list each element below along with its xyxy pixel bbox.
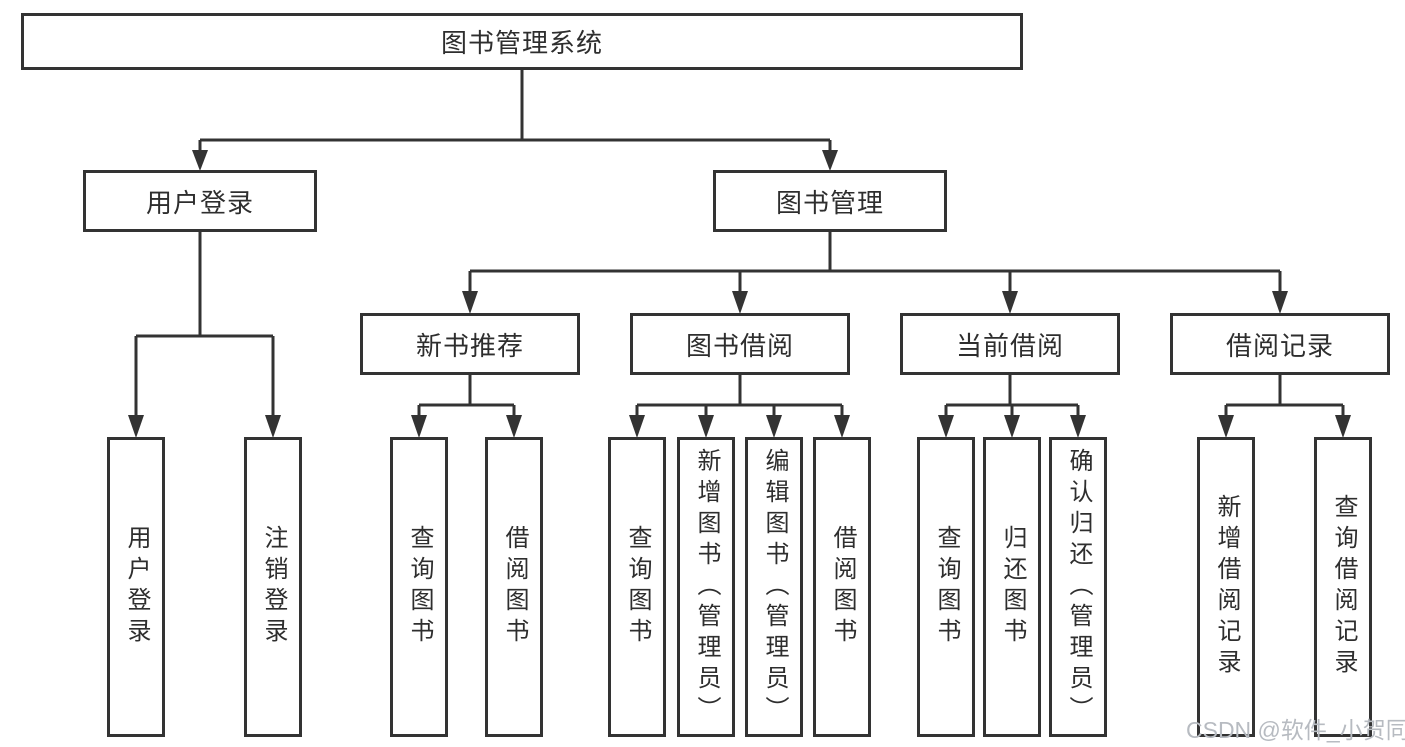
arrow-down-icon: [732, 291, 748, 314]
node-new-book-recommend: 新书推荐: [360, 313, 580, 375]
node-label: 借阅图书: [501, 525, 528, 649]
node-label: 借阅图书: [829, 525, 856, 649]
node-label: 用户登录: [123, 525, 150, 649]
leaf-query-books: 查询图书: [917, 437, 975, 737]
leaf-add-books-admin: 新增图书（管理员）: [677, 437, 735, 737]
arrow-down-icon: [265, 415, 281, 438]
connector-current-borrow-group: [938, 374, 1086, 438]
node-label: 借阅记录: [1225, 330, 1334, 361]
arrow-down-icon: [698, 415, 714, 438]
node-label: 用户登录: [145, 187, 254, 218]
node-label: 注销登录: [260, 525, 287, 649]
arrow-down-icon: [938, 415, 954, 438]
leaf-query-books: 查询图书: [608, 437, 666, 737]
leaf-query-books: 查询图书: [390, 437, 448, 737]
arrow-down-icon: [834, 415, 850, 438]
leaf-borrow-books: 借阅图书: [813, 437, 871, 737]
arrow-down-icon: [411, 415, 427, 438]
leaf-confirm-return-admin: 确认归还（管理员）: [1049, 437, 1107, 737]
node-label: 图书管理: [775, 187, 884, 218]
node-label: 图书管理系统: [440, 28, 603, 58]
arrow-down-icon: [1070, 415, 1086, 438]
node-library-system: 图书管理系统: [21, 13, 1023, 70]
node-book-borrowing: 图书借阅: [630, 313, 850, 375]
node-user-login: 用户登录: [83, 170, 317, 232]
node-borrowing-records: 借阅记录: [1170, 313, 1390, 375]
arrow-down-icon: [1002, 291, 1018, 314]
arrow-down-icon: [1218, 415, 1234, 438]
node-label: 新增图书（管理员）: [693, 447, 720, 727]
arrow-down-icon: [766, 415, 782, 438]
arrow-down-icon: [822, 150, 838, 171]
connector-root-to-level2: [192, 70, 838, 171]
connector-book-mgmt-to-level3: [462, 231, 1288, 314]
node-label: 查询图书: [624, 525, 651, 649]
arrow-down-icon: [629, 415, 645, 438]
node-label: 新增借阅记录: [1213, 494, 1240, 680]
arrow-down-icon: [192, 150, 208, 171]
node-current-borrowing: 当前借阅: [900, 313, 1120, 375]
node-label: 查询图书: [406, 525, 433, 649]
node-label: 新书推荐: [415, 330, 524, 361]
node-label: 确认归还（管理员）: [1065, 447, 1092, 727]
leaf-user-login: 用户登录: [107, 437, 165, 737]
node-label: 查询借阅记录: [1330, 494, 1357, 680]
connector-borrow-record-group: [1218, 374, 1351, 438]
node-book-management: 图书管理: [713, 170, 947, 232]
arrow-down-icon: [1004, 415, 1020, 438]
csdn-watermark: CSDN @软件_小贺同学: [1186, 717, 1405, 743]
leaf-edit-books-admin: 编辑图书（管理员）: [745, 437, 803, 737]
leaf-return-books: 归还图书: [983, 437, 1041, 737]
leaf-logout: 注销登录: [244, 437, 302, 737]
node-label: 编辑图书（管理员）: [761, 447, 788, 727]
connector-book-borrow-group: [629, 374, 850, 438]
connector-user-login-group: [128, 231, 281, 438]
leaf-borrow-books: 借阅图书: [485, 437, 543, 737]
leaf-add-borrow-record: 新增借阅记录: [1197, 437, 1255, 737]
arrow-down-icon: [1335, 415, 1351, 438]
leaf-query-borrow-record: 查询借阅记录: [1314, 437, 1372, 737]
node-label: 当前借阅: [955, 330, 1064, 361]
arrow-down-icon: [506, 415, 522, 438]
node-label: 图书借阅: [685, 330, 794, 361]
arrow-down-icon: [1272, 291, 1288, 314]
node-label: 查询图书: [933, 525, 960, 649]
arrow-down-icon: [128, 415, 144, 438]
arrow-down-icon: [462, 291, 478, 314]
connector-new-book-group: [411, 374, 522, 438]
node-label: 归还图书: [999, 525, 1026, 649]
